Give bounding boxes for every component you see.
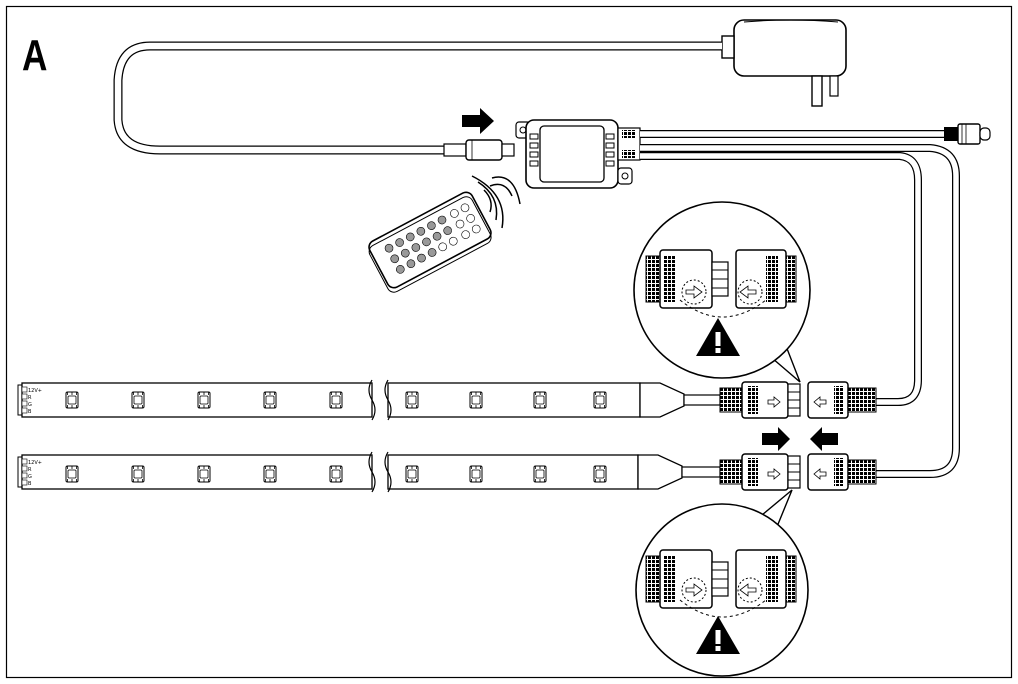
- strip-2-pin-label-r: R: [28, 467, 32, 473]
- power-adapter: [721, 19, 847, 107]
- controller-box: [515, 119, 641, 189]
- strip-2-pin-label-g: G: [28, 474, 32, 480]
- led-strip-1: [17, 379, 721, 421]
- dc-plug: [443, 139, 515, 161]
- ir-receiver: [944, 123, 991, 145]
- figure-label: A: [22, 31, 48, 80]
- detail-callout-bottom: [635, 489, 809, 677]
- arrow-right-icon: [762, 427, 790, 451]
- strip-1-pin-label-r: R: [28, 395, 32, 401]
- strip-1-pin-label-g: G: [28, 402, 32, 408]
- strip-1-pin-label-12v: 12V+: [28, 388, 42, 394]
- cable-2-connector: [807, 453, 877, 491]
- output-cable-2: [640, 145, 959, 477]
- strip-1-connector: [719, 381, 801, 419]
- cable-1-connector: [807, 381, 877, 419]
- detail-callout-top: [633, 201, 811, 383]
- arrow-left-icon: [810, 427, 838, 451]
- strip-2-pin-label-12v: 12V+: [28, 460, 42, 466]
- outer-border: [5, 5, 1013, 679]
- output-cable-1: [640, 153, 921, 405]
- strip-2-pin-label-b: B: [28, 481, 32, 487]
- strip-2-connector: [719, 453, 801, 491]
- strip-1-pin-label-b: B: [28, 409, 32, 415]
- arrow-icon: [462, 108, 494, 134]
- led-strip-2: [17, 451, 721, 493]
- remote-control: [368, 191, 492, 293]
- power-cable: [114, 42, 722, 154]
- ir-signal-icon: [471, 175, 521, 229]
